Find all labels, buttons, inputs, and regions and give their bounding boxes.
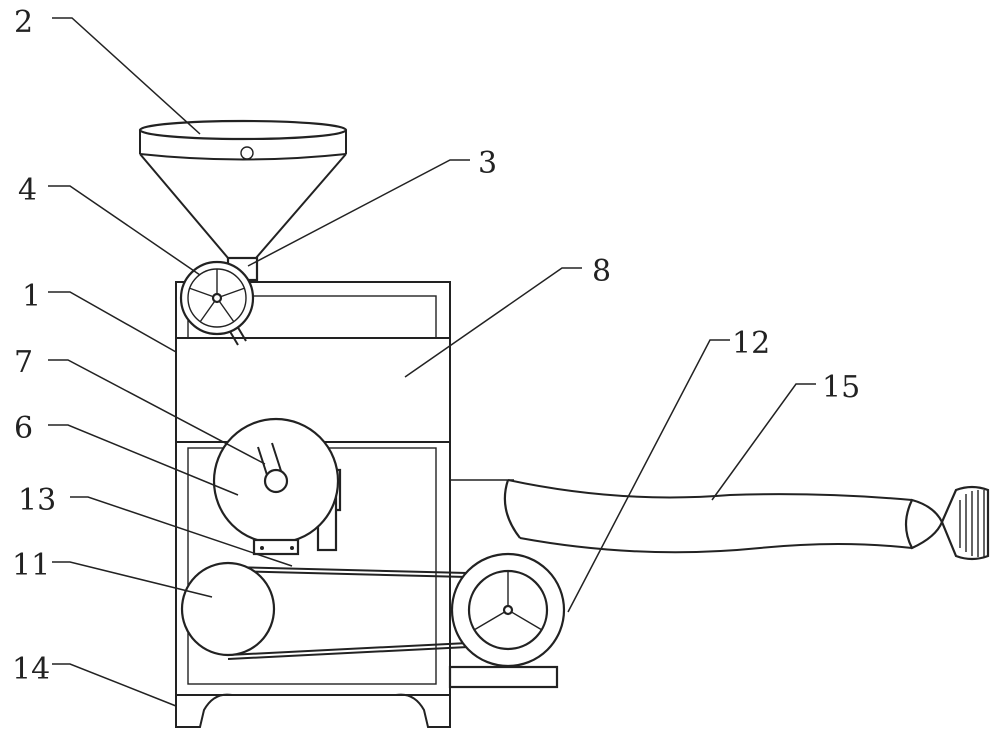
feed-wheel	[179, 260, 255, 346]
label-13: 13	[18, 483, 56, 518]
grinding-chamber	[212, 417, 342, 556]
leader-lines	[48, 17, 816, 707]
label-6: 6	[14, 411, 33, 446]
label-2: 2	[14, 5, 33, 40]
motor	[450, 552, 566, 668]
label-12: 12	[732, 326, 770, 361]
base-legs	[175, 693, 451, 728]
label-7: 7	[14, 345, 33, 380]
label-1: 1	[22, 279, 41, 314]
label-14: 14	[12, 652, 50, 687]
drive-pulley	[180, 561, 509, 660]
motor-platform	[448, 665, 559, 689]
label-15: 15	[822, 370, 860, 405]
part-labels: 2 3 4 1 8 12 15 7 6 13 11 14	[12, 5, 860, 687]
label-3: 3	[478, 146, 497, 181]
hopper	[138, 119, 348, 282]
discharge-hose	[450, 479, 990, 561]
label-11: 11	[12, 548, 50, 583]
label-4: 4	[18, 173, 37, 208]
label-8: 8	[592, 254, 611, 289]
